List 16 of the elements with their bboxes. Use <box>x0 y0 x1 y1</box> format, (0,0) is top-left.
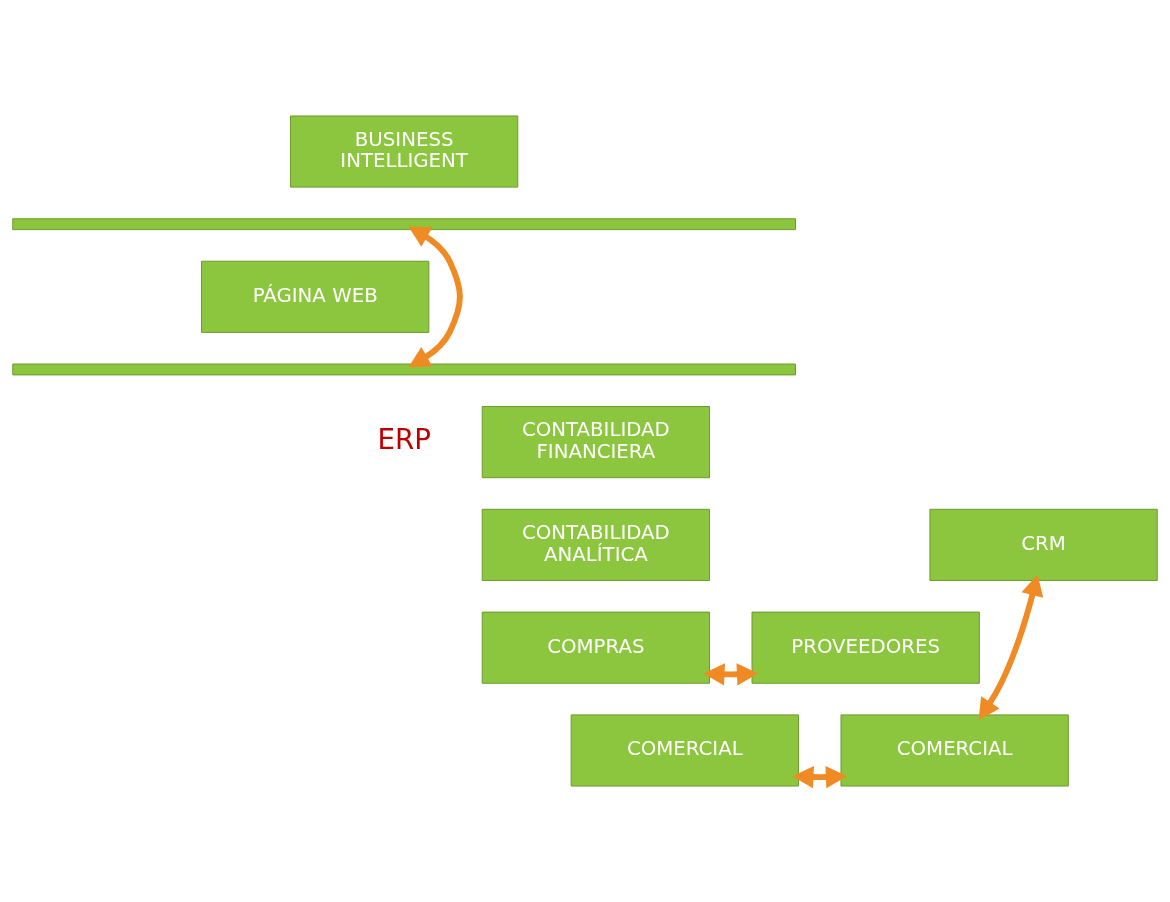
node-box: PROVEEDORES <box>751 611 980 684</box>
node-box: CONTABILIDAD FINANCIERA <box>481 406 711 479</box>
node-box: COMERCIAL <box>840 714 1069 787</box>
node-box: PÁGINA WEB <box>201 260 430 333</box>
arrow <box>703 663 759 686</box>
node-box: CONTABILIDAD ANALÍTICA <box>481 508 711 581</box>
arrow <box>792 766 848 789</box>
node-bar <box>12 363 796 376</box>
node-bar <box>12 218 796 231</box>
node-box: COMPRAS <box>481 611 711 684</box>
node-box: BUSINESS INTELLIGENT <box>290 115 519 188</box>
node-box: CRM <box>929 508 1158 581</box>
label: ERP <box>377 422 431 456</box>
arrow <box>978 574 1044 720</box>
node-box: COMERCIAL <box>570 714 799 787</box>
arrow <box>408 226 463 368</box>
